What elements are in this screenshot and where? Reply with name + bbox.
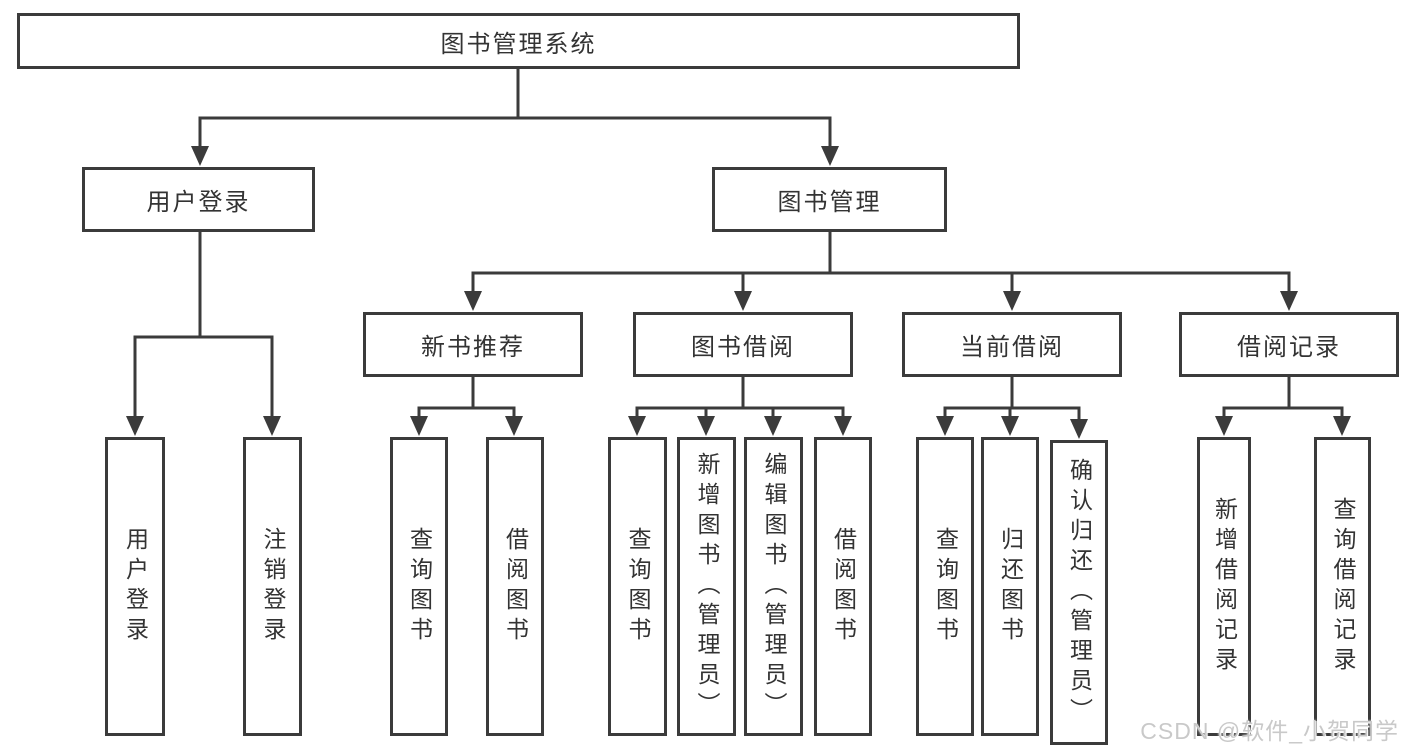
node-new-book-recommend: 新书推荐 — [363, 312, 583, 377]
leaf-user-login: 用户登录 — [105, 437, 165, 736]
leaf-confirm-return-admin: 确认归还（管理员） — [1050, 440, 1108, 745]
csdn-watermark: CSDN @软件_小贺同学 — [1140, 718, 1399, 744]
leaf-borrow-books-recommend: 借阅图书 — [486, 437, 544, 736]
leaf-return-book: 归还图书 — [981, 437, 1039, 736]
leaf-query-books-recommend: 查询图书 — [390, 437, 448, 736]
leaf-logout: 注销登录 — [243, 437, 302, 736]
leaf-borrow-books: 借阅图书 — [814, 437, 872, 736]
leaf-add-borrow-record: 新增借阅记录 — [1197, 437, 1251, 736]
leaf-add-book-admin: 新增图书（管理员） — [677, 437, 736, 736]
node-borrow-records: 借阅记录 — [1179, 312, 1399, 377]
leaf-query-books-borrow: 查询图书 — [608, 437, 667, 736]
node-current-borrow: 当前借阅 — [902, 312, 1122, 377]
node-library-management-system: 图书管理系统 — [17, 13, 1020, 69]
leaf-edit-book-admin: 编辑图书（管理员） — [744, 437, 803, 736]
node-book-borrow: 图书借阅 — [633, 312, 853, 377]
leaf-query-books-current: 查询图书 — [916, 437, 974, 736]
leaf-query-borrow-record: 查询借阅记录 — [1314, 437, 1371, 736]
node-book-management: 图书管理 — [712, 167, 947, 232]
node-user-login: 用户登录 — [82, 167, 315, 232]
